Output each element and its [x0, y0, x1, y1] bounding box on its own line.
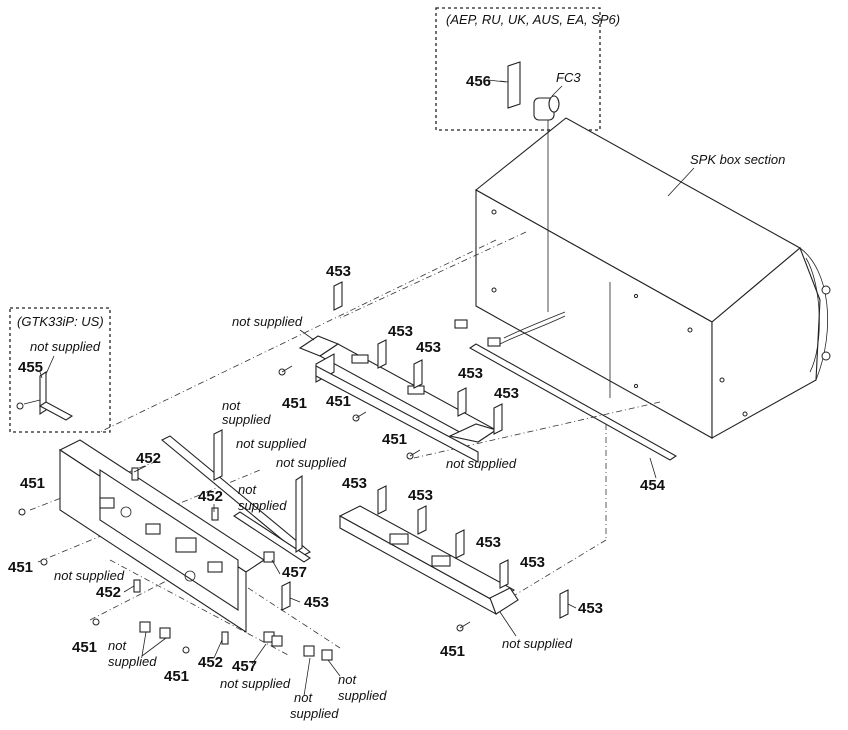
part-452-label-1: 452 — [136, 450, 161, 467]
not-supplied-note-1: not supplied — [30, 339, 101, 354]
part-452-label-3: 452 — [96, 584, 121, 601]
not-supplied-note-10: not supplied — [220, 676, 291, 691]
part-457-label-2: 457 — [232, 658, 257, 675]
not-supplied-note-7b: supplied — [238, 498, 287, 513]
pads-453 — [281, 281, 569, 619]
sheet-strip-upper — [160, 435, 312, 557]
insulator-sheet-a — [213, 429, 223, 481]
part-453-label-2: 453 — [388, 323, 413, 340]
part-454-label: 454 — [640, 477, 666, 494]
fc3-variant-box — [435, 7, 601, 131]
part-457-label-1: 457 — [282, 564, 307, 581]
not-supplied-note-9b: supplied — [108, 654, 157, 669]
part-451-label-7: 451 — [164, 668, 189, 685]
insulator-sheet-b — [295, 474, 303, 554]
part-451-label-3: 451 — [382, 431, 407, 448]
spk-box-label: SPK box section — [690, 152, 785, 167]
fc3-variant-label: (AEP, RU, UK, AUS, EA, SP6) — [446, 12, 620, 27]
part-453-label-9: 453 — [520, 554, 545, 571]
part-456-label: 456 — [466, 73, 491, 90]
part-452-label-4: 452 — [198, 654, 223, 671]
part-451-label-1: 451 — [282, 395, 307, 412]
part-453-label-5: 453 — [494, 385, 519, 402]
cushion-456 — [507, 61, 521, 109]
lower-bracket-assembly — [338, 505, 519, 615]
part-453-label-3: 453 — [416, 339, 441, 356]
not-supplied-note-6: not supplied — [446, 456, 517, 471]
part-451-label-5: 451 — [8, 559, 33, 576]
main-board-bracket — [58, 439, 265, 634]
not-supplied-note-9a: not — [108, 638, 127, 653]
not-supplied-note-8: not supplied — [54, 568, 125, 583]
part-452-label-2: 452 — [198, 488, 223, 505]
part-453-label-10: 453 — [578, 600, 603, 617]
not-supplied-note-3a: not — [222, 398, 241, 413]
part-453-label-4: 453 — [458, 365, 483, 382]
sheet-strip-lower — [233, 511, 311, 563]
not-supplied-note-12b: supplied — [338, 688, 387, 703]
upper-bracket-assembly — [298, 335, 498, 463]
fc3-ferrite-core — [533, 95, 560, 312]
part-451-label-6: 451 — [72, 639, 97, 656]
not-supplied-note-7a: not — [238, 482, 257, 497]
not-supplied-note-11b: supplied — [290, 706, 339, 721]
gtk-variant-box — [9, 307, 111, 433]
gtk-variant-label: (GTK33iP: US) — [17, 314, 104, 329]
part-453-label-7: 453 — [408, 487, 433, 504]
clamps-457 — [263, 551, 275, 643]
spk-box-section — [454, 117, 831, 439]
not-supplied-note-3b: supplied — [222, 412, 271, 427]
not-supplied-note-5: not supplied — [276, 455, 347, 470]
small-blocks — [139, 621, 333, 661]
part-453-label-8: 453 — [476, 534, 501, 551]
part-455-label: 455 — [18, 359, 43, 376]
not-supplied-note-11a: not — [294, 690, 313, 705]
not-supplied-note-12a: not — [338, 672, 357, 687]
fc3-label: FC3 — [556, 70, 581, 85]
part-451-label-2: 451 — [326, 393, 351, 410]
part-451-label-8: 451 — [440, 643, 465, 660]
not-supplied-note-2: not supplied — [232, 314, 303, 329]
part-453-label-1: 453 — [326, 263, 351, 280]
part-453-label-11: 453 — [304, 594, 329, 611]
bracket-455 — [23, 370, 74, 421]
part-451-label-4: 451 — [20, 475, 45, 492]
not-supplied-note-4: not supplied — [236, 436, 307, 451]
strip-454 — [468, 343, 678, 461]
screws-451 — [16, 365, 471, 654]
part-453-label-6: 453 — [342, 475, 367, 492]
not-supplied-note-13: not supplied — [502, 636, 573, 651]
